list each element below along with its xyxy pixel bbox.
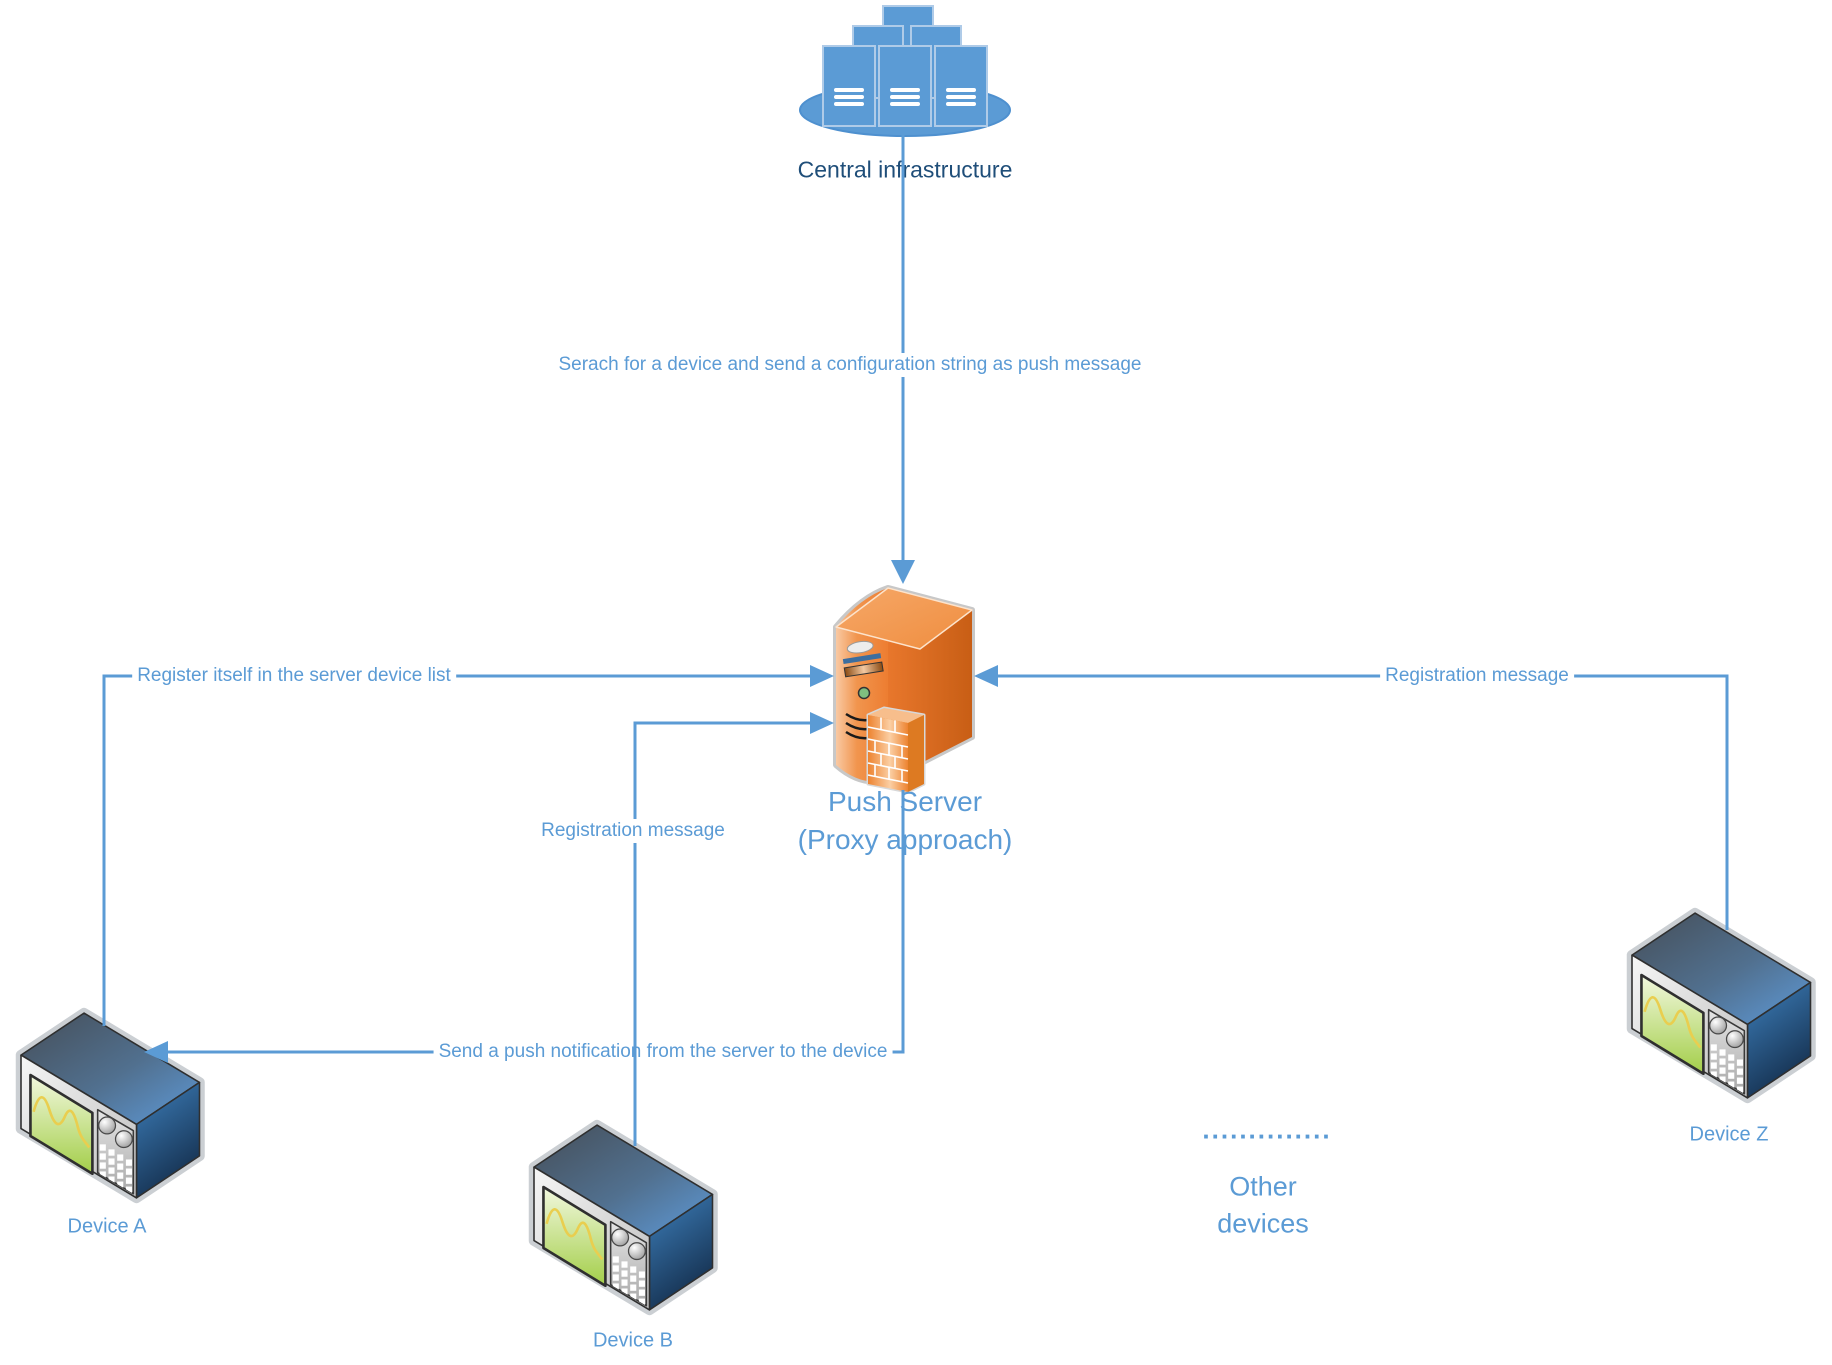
server-tower-icon	[833, 585, 975, 794]
server-cluster-icon	[799, 5, 1011, 137]
central-infrastructure-label: Central infrastructure	[797, 156, 1013, 183]
device-z-label: Device Z	[1689, 1123, 1769, 1146]
device-b-label: Device B	[592, 1329, 674, 1352]
firewall-icon	[866, 706, 926, 794]
edge-label-register-z: Registration message	[1380, 664, 1574, 688]
device-a-label: Device A	[67, 1215, 147, 1238]
device-z-icon	[1632, 913, 1811, 1098]
device-a-icon	[21, 1013, 199, 1198]
edge-label-register-b: Registration message	[536, 819, 730, 843]
push-server-label-line2: (Proxy approach)	[797, 824, 1013, 855]
edge-label-search-push: Serach for a device and send a configura…	[553, 353, 1147, 377]
other-devices-label-line1: Other	[1229, 1171, 1297, 1202]
device-b-icon	[534, 1125, 713, 1310]
edge-label-push-notification: Send a push notification from the server…	[433, 1040, 893, 1064]
edge-label-register-a: Register itself in the server device lis…	[132, 664, 456, 688]
push-server-label-line1: Push Server	[827, 786, 983, 817]
other-devices-dots: ..............	[1202, 1114, 1332, 1145]
other-devices-label-line2: devices	[1217, 1208, 1309, 1239]
